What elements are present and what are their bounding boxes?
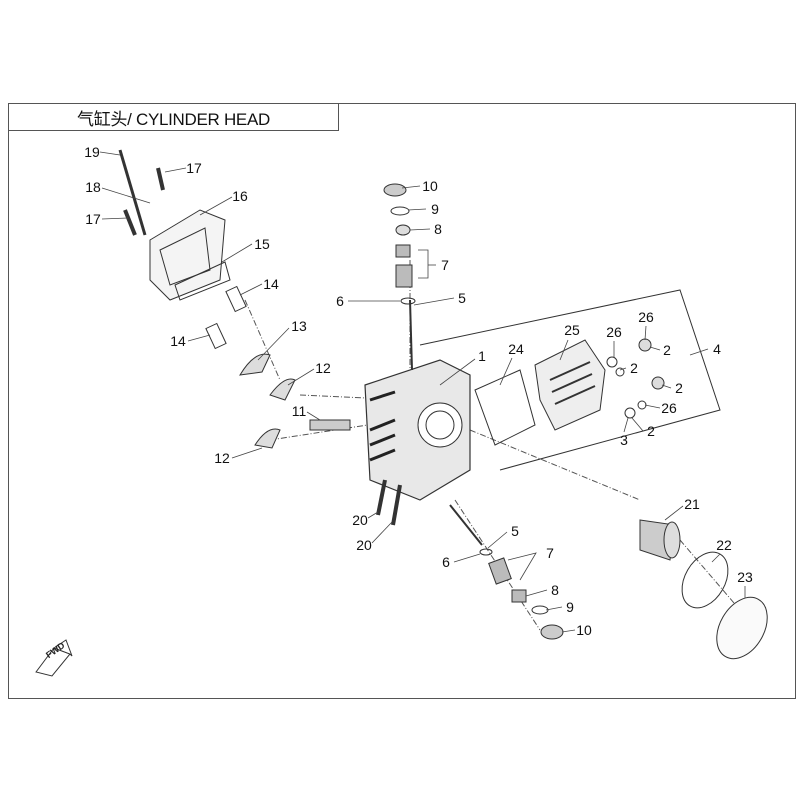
callout-part-12: 12 xyxy=(214,450,230,466)
callout-part-17: 17 xyxy=(186,160,202,176)
callout-part-5: 5 xyxy=(511,523,519,539)
callout-part-12: 12 xyxy=(315,360,331,376)
callout-part-2: 2 xyxy=(663,342,671,358)
leader-lines xyxy=(99,151,746,633)
callout-part-2: 2 xyxy=(647,423,655,439)
forward-direction-icon xyxy=(35,639,73,677)
callout-part-4: 4 xyxy=(713,341,721,357)
part-4-bracket xyxy=(419,289,721,471)
callout-part-7: 7 xyxy=(441,257,449,273)
callout-part-15: 15 xyxy=(254,236,270,252)
callout-part-10: 10 xyxy=(576,622,592,638)
callout-part-26: 26 xyxy=(606,324,622,340)
callout-part-13: 13 xyxy=(291,318,307,334)
callout-part-26: 26 xyxy=(638,309,654,325)
callout-part-23: 23 xyxy=(737,569,753,585)
callout-part-16: 16 xyxy=(232,188,248,204)
callout-part-1: 1 xyxy=(478,348,486,364)
callout-part-7: 7 xyxy=(546,545,554,561)
callout-part-8: 8 xyxy=(434,221,442,237)
callout-part-8: 8 xyxy=(551,582,559,598)
callout-part-18: 18 xyxy=(85,179,101,195)
callout-part-10: 10 xyxy=(422,178,438,194)
callout-part-17: 17 xyxy=(85,211,101,227)
callout-part-6: 6 xyxy=(336,293,344,309)
callout-part-26: 26 xyxy=(661,400,677,416)
callout-part-2: 2 xyxy=(630,360,638,376)
callout-part-5: 5 xyxy=(458,290,466,306)
callout-part-3: 3 xyxy=(620,432,628,448)
callout-part-20: 20 xyxy=(356,537,372,553)
callout-part-20: 20 xyxy=(352,512,368,528)
callout-part-25: 25 xyxy=(564,322,580,338)
diagram-frame xyxy=(8,103,796,699)
callout-part-22: 22 xyxy=(716,537,732,553)
callout-part-24: 24 xyxy=(508,341,524,357)
callout-part-2: 2 xyxy=(675,380,683,396)
callout-part-6: 6 xyxy=(442,554,450,570)
callout-part-9: 9 xyxy=(566,599,574,615)
callout-part-21: 21 xyxy=(684,496,700,512)
callout-part-11: 11 xyxy=(291,403,307,419)
page-title: 气缸头/ CYLINDER HEAD xyxy=(8,103,339,131)
callout-part-9: 9 xyxy=(431,201,439,217)
callout-part-19: 19 xyxy=(84,144,100,160)
callout-part-14: 14 xyxy=(263,276,279,292)
callout-part-14: 14 xyxy=(170,333,186,349)
